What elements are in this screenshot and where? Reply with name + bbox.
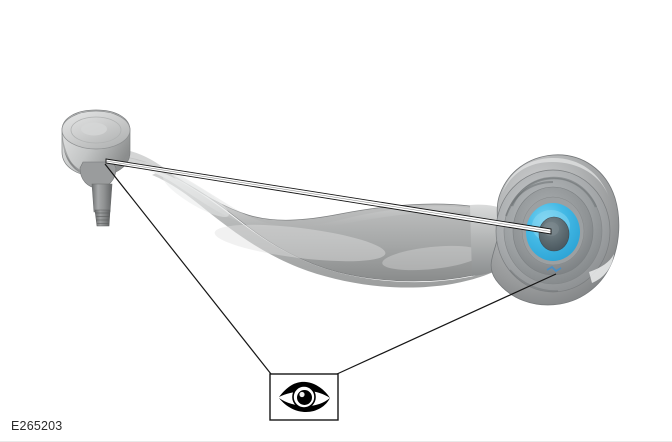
arm-center-sheen <box>214 224 386 262</box>
alignment-ribbon-center <box>105 160 552 232</box>
bushing-rim-highlight <box>502 157 609 197</box>
callout-leader-left <box>104 163 272 375</box>
bushing-face-marking <box>546 265 562 273</box>
bushing-assembly <box>470 154 620 306</box>
callout-leader-right <box>336 273 557 375</box>
ball-joint-threads <box>94 209 111 227</box>
arm-shoulder-sheen <box>163 174 229 218</box>
ball-joint-stud <box>91 183 113 213</box>
inspect-callout-box[interactable] <box>269 373 339 421</box>
bushing-bottom-arc <box>509 269 559 292</box>
bushing-top-shadow-arc <box>510 176 598 208</box>
bushing-face-notch <box>589 254 614 283</box>
thread-grooves <box>95 212 110 224</box>
eye-icon <box>279 381 330 412</box>
arm-tail-sheen <box>382 245 482 271</box>
ball-joint-cap-center <box>81 122 107 136</box>
bushing-top-shadow-arc-2 <box>505 181 554 217</box>
ball-joint-left-shadow <box>62 132 80 172</box>
ball-joint-assembly <box>61 109 131 227</box>
part-number-label: E265203 <box>11 419 63 433</box>
alignment-ribbon <box>105 158 552 235</box>
ball-joint-cap-ring <box>70 116 122 144</box>
